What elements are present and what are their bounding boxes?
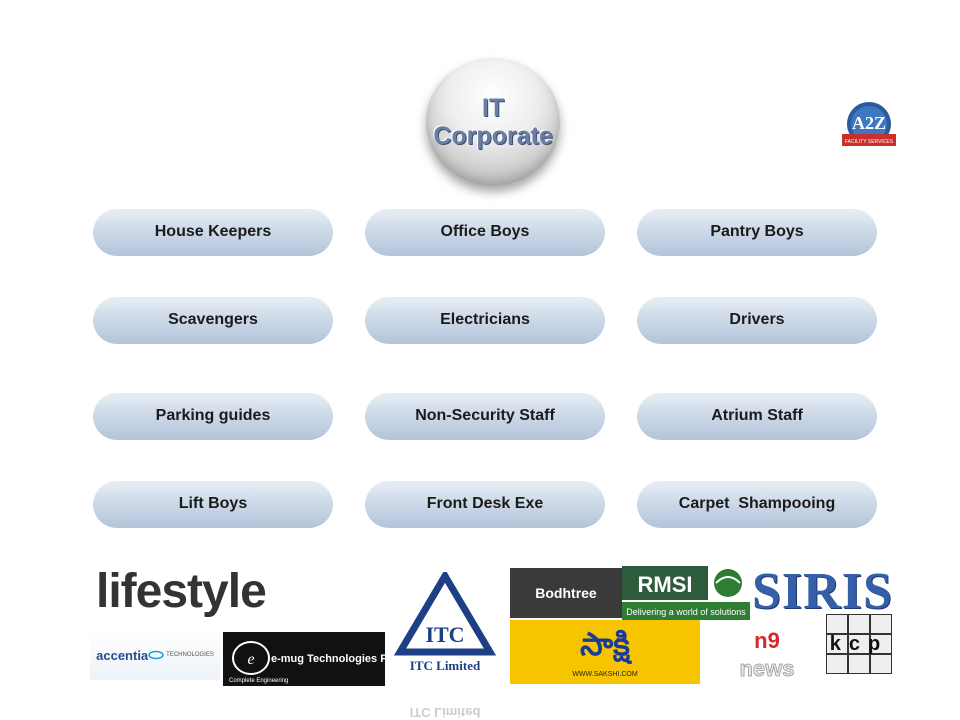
accentia-sub: TECHNOLOGIES — [166, 652, 214, 658]
kcp-logo: kcp — [825, 613, 893, 675]
rmsi-text: RMSI — [638, 572, 693, 597]
role-drivers: Drivers — [637, 296, 877, 344]
siris-text: SIRIS — [752, 563, 893, 620]
sakshi-sub: WWW.SAKSHI.COM — [572, 671, 638, 678]
accentia-logo: accentia TECHNOLOGIES — [90, 630, 220, 680]
svg-text:e: e — [247, 651, 254, 668]
role-pantry-boys: Pantry Boys — [637, 208, 877, 256]
badge-line-2: Corporate — [433, 122, 553, 150]
emug-logo: e e-mug Technologies Pvt. Ltd. Complete … — [223, 632, 424, 686]
siris-logo: SIRIS — [752, 563, 893, 620]
role-house-keepers: House Keepers — [93, 208, 333, 256]
badge-line-1: IT — [481, 94, 505, 122]
itc-text: ITC Limited — [410, 658, 481, 673]
swirl-icon — [148, 650, 164, 660]
svg-text:ITC: ITC — [425, 622, 464, 647]
role-scavengers: Scavengers — [93, 296, 333, 344]
a2z-text: A2Z — [852, 113, 886, 133]
bodhtree-logo: Bodhtree — [510, 568, 622, 618]
role-electricians: Electricians — [365, 296, 605, 344]
a2z-logo: A2Z FACILITY SERVICES — [840, 98, 898, 154]
kcp-text: kcp — [830, 633, 888, 655]
n9-sub: news — [739, 656, 794, 681]
rmsi-tagline: Delivering a world of solutions — [626, 607, 746, 617]
n9-text: n9 — [754, 628, 780, 653]
rmsi-logo: RMSI Delivering a world of solutions — [622, 566, 750, 620]
role-lift-boys: Lift Boys — [93, 480, 333, 528]
it-corporate-badge: IT Corporate — [426, 58, 560, 186]
n9-news-logo: n9 news — [732, 622, 802, 684]
emug-text: e-mug Technologies Pvt. Ltd. — [271, 653, 385, 665]
role-carpet-shampooing: Carpet Shampooing — [637, 480, 877, 528]
accentia-text: accentia — [96, 647, 149, 663]
sakshi-logo: సాక్షి WWW.SAKSHI.COM — [510, 620, 700, 684]
a2z-sub: FACILITY SERVICES — [845, 139, 894, 145]
role-office-boys: Office Boys — [365, 208, 605, 256]
itc-reflection: ITC Limited — [409, 705, 481, 720]
role-non-security-staff: Non-Security Staff — [365, 392, 605, 440]
role-front-desk-exe: Front Desk Exe — [365, 480, 605, 528]
lifestyle-text: lifestyle — [96, 564, 267, 618]
sakshi-text: సాక్షి — [580, 626, 630, 662]
bodhtree-text: Bodhtree — [535, 585, 597, 601]
lifestyle-logo: lifestyle — [96, 556, 281, 626]
itc-logo: ITC ITC Limited — [392, 569, 498, 676]
role-parking-guides: Parking guides — [93, 392, 333, 440]
role-atrium-staff: Atrium Staff — [637, 392, 877, 440]
emug-sub: Complete Engineering — [229, 678, 288, 684]
